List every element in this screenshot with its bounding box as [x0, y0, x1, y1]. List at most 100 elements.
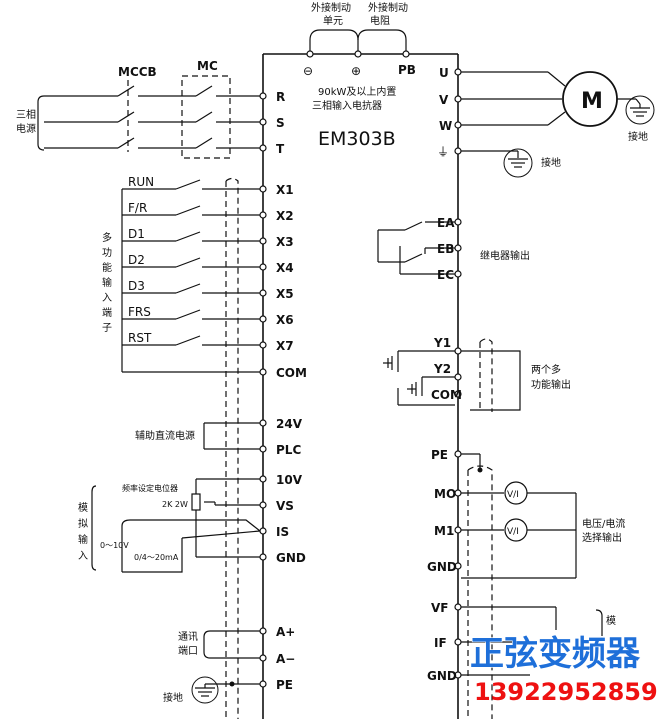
relay-label: 继电器输出: [480, 249, 530, 262]
terminal-y1-label: Y1: [433, 336, 451, 350]
phase-s-line: [44, 111, 260, 123]
terminal-m1: [454, 526, 462, 534]
terminal-x7-label: X7: [276, 339, 294, 353]
terminal-com-left-label: COM: [276, 366, 307, 380]
terminal-ec-label: EC: [437, 268, 454, 282]
analog-out-label-line2: 选择输出: [582, 531, 622, 544]
analog-is-current-wire: [122, 538, 183, 573]
terminal-10v: [259, 475, 267, 483]
terminal-s: [259, 118, 267, 126]
terminal-if: [454, 638, 462, 646]
analog-in-group-label-1: 拟: [78, 517, 88, 530]
terminal-ea: [454, 218, 462, 226]
terminal-dc-minus-label: ⊖: [303, 64, 313, 78]
input-row-d1: D1: [122, 227, 260, 242]
pot-rating: 2K 2W: [162, 500, 188, 509]
brake-unit-label-line2: 单元: [323, 15, 343, 27]
input-switch-label: RUN: [128, 175, 154, 189]
terminal-x3: [259, 237, 267, 245]
ground-right-icon: [508, 158, 528, 168]
input-row-rst: RST: [122, 331, 260, 346]
inputs-group-label-0: 多: [102, 231, 112, 244]
terminal-10v-label: 10V: [276, 473, 303, 487]
terminal-ec: [454, 270, 462, 278]
terminal-t-label: T: [276, 142, 285, 156]
terminal-pe-right: [454, 450, 462, 458]
phase-r-line: [44, 85, 260, 97]
terminal-gnd-left: [259, 553, 267, 561]
terminal-v-label: V: [439, 93, 449, 107]
terminal-dc-minus: [306, 50, 314, 58]
terminal-x2-label: X2: [276, 209, 294, 223]
voltage-range-label: 0～10V: [100, 541, 129, 550]
right-bottom-label-fragment: 模: [606, 615, 616, 627]
watermark-text: 正弦变频器: [470, 634, 641, 674]
terminal-x6: [259, 315, 267, 323]
terminal-x5: [259, 289, 267, 297]
motor-wire-w-bend: [547, 111, 566, 126]
terminal-m1-label: M1: [434, 524, 454, 538]
terminal-dc-plus: [354, 50, 362, 58]
terminal-gnd-right: [454, 562, 462, 570]
y2-transistor: [397, 376, 455, 406]
relay-contacts: [377, 221, 455, 275]
motor-wire-u-bend: [547, 71, 566, 87]
input-row-run: RUN: [122, 175, 260, 190]
terminal-gnd-right-label: GND: [427, 560, 457, 574]
terminal-x6-label: X6: [276, 313, 294, 327]
potentiometer: [191, 493, 201, 511]
y1-transistor: [383, 350, 455, 372]
terminal-t: [259, 144, 267, 152]
multi-out-bracket: [461, 350, 521, 411]
input-row-fr: F/R: [122, 201, 260, 216]
breaker-label: MCCB: [118, 65, 157, 79]
brake-unit-wire: [309, 29, 359, 52]
analog-out-shield-b: [467, 465, 493, 719]
analog-is-voltage-wire: [121, 519, 261, 572]
contactor-label: MC: [197, 59, 218, 73]
terminal-plc: [259, 445, 267, 453]
terminal-is: [259, 527, 267, 535]
input-switch-label: D2: [128, 253, 145, 267]
terminal-com-left: [259, 368, 267, 376]
terminal-x1: [259, 185, 267, 193]
watermark-phone: 13922952859: [474, 678, 658, 706]
aux-power-label: 辅助直流电源: [135, 429, 195, 442]
analog-in-group-label-2: 输: [78, 533, 88, 546]
terminal-a-plus-label: A+: [276, 625, 295, 639]
input-row-d3: D3: [122, 279, 260, 294]
contactor-box: [181, 75, 231, 159]
ground-right-label: 接地: [541, 156, 561, 169]
terminal-if-label: IF: [434, 636, 447, 650]
terminal-gnd-right-2-label: GND: [427, 669, 457, 683]
inputs-shield-line-a: [225, 177, 239, 719]
terminal-com-right-label: COM: [431, 388, 462, 402]
terminal-x2: [259, 211, 267, 219]
inputs-group-label-3: 输: [102, 276, 112, 289]
terminal-r-label: R: [276, 90, 285, 104]
pe-right-junction: [477, 467, 483, 473]
analog-in-group-label-3: 入: [78, 551, 88, 562]
terminal-w-label: W: [439, 119, 452, 133]
input-switch-label: D1: [128, 227, 145, 241]
input-switch-label: D3: [128, 279, 145, 293]
input-row-frs: FRS: [122, 305, 260, 320]
terminal-v: [454, 95, 462, 103]
analog-out-label-line1: 电压/电流: [582, 517, 625, 530]
input-row-d2: D2: [122, 253, 260, 268]
current-range-label: 0/4～20mA: [134, 553, 179, 562]
terminal-dc-plus-label: ⊕: [351, 64, 361, 78]
terminal-a-minus: [259, 654, 267, 662]
brake-resistor-wire: [357, 29, 407, 52]
brake-resistor-label-line1: 外接制动: [368, 1, 408, 14]
terminal-gnd-left-label: GND: [276, 551, 306, 565]
terminal-s-label: S: [276, 116, 285, 130]
terminal-eb-label: EB: [437, 242, 454, 256]
brake-unit-label-line1: 外接制动: [311, 1, 351, 14]
multi-out-shield: [479, 338, 493, 412]
terminal-w: [454, 121, 462, 129]
motor-ground-ring: [625, 95, 655, 125]
terminal-pe-left: [259, 680, 267, 688]
terminal-x7: [259, 341, 267, 349]
input-switch-label: FRS: [128, 305, 151, 319]
